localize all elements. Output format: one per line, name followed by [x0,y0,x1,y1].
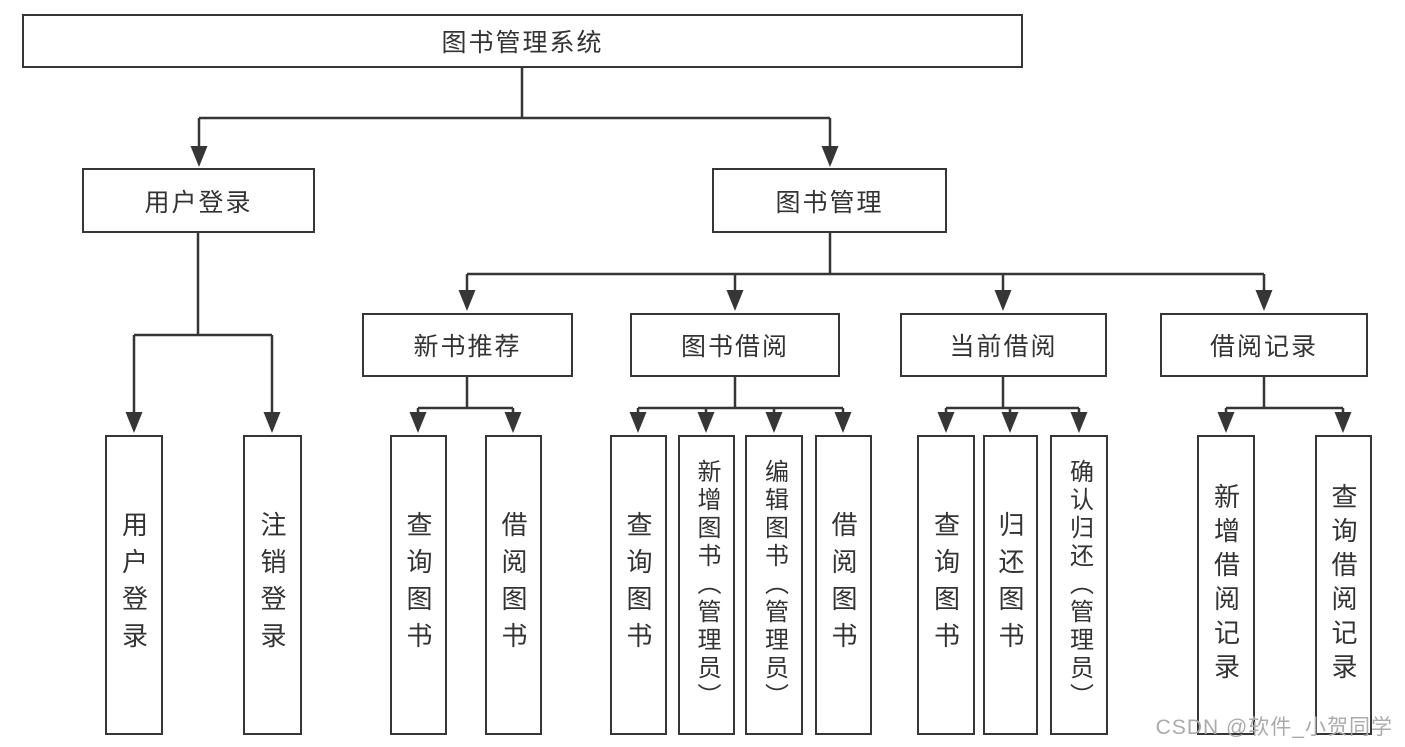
leaf-add-books-admin: 新增图书（管理员） [678,435,735,735]
arrow-icon [409,412,427,433]
leaf-query-books-recommend: 查询图书 [390,435,447,735]
arrow-icon [263,412,281,433]
node-label: 图书管理 [775,188,884,217]
arrow-icon [765,412,783,433]
node-label: 新书推荐 [413,333,522,361]
leaf-query-books-borrowing: 查询图书 [610,435,667,735]
arrow-icon [821,146,839,167]
leaf-return-books: 归还图书 [983,435,1038,735]
leaf-add-borrow-record: 新增借阅记录 [1197,435,1255,735]
arrow-icon [1070,412,1088,433]
arrow-icon [994,290,1012,311]
node-label: 查询图书 [623,511,653,659]
arrow-icon [125,412,143,433]
arrow-icon [834,412,852,433]
leaf-user-login: 用户登录 [105,435,163,735]
node-label: 当前借阅 [949,333,1058,361]
arrowheads [125,146,1352,433]
node-label: 注销登录 [257,511,287,659]
node-book-management: 图书管理 [712,168,947,233]
node-label: 新增借阅记录 [1210,483,1241,687]
arrow-icon [697,412,715,433]
node-new-book-recommend: 新书推荐 [362,313,573,377]
node-label: 编辑图书（管理员） [760,459,788,711]
node-user-login-branch: 用户登录 [82,168,315,233]
node-label: 新增图书（管理员） [693,459,720,711]
arrow-icon [190,146,208,167]
leaf-edit-books-admin: 编辑图书（管理员） [745,435,803,735]
csdn-watermark: CSDN @软件_小贺同学 [1155,716,1393,739]
node-label: 查询图书 [930,511,961,659]
leaf-borrow-books-recommend: 借阅图书 [485,435,542,735]
node-label: 归还图书 [995,511,1025,659]
node-label: 查询借阅记录 [1328,483,1358,687]
leaf-query-books-current: 查询图书 [917,435,975,735]
node-label: 图书借阅 [680,333,789,361]
node-current-borrowing: 当前借阅 [900,313,1107,377]
arrow-icon [1334,412,1352,433]
leaf-logout: 注销登录 [243,435,302,735]
arrow-icon [458,290,476,311]
node-label: 用户登录 [144,188,253,217]
node-book-borrowing: 图书借阅 [630,313,840,377]
arrow-icon [1255,290,1273,311]
node-label: 确认归还（管理员） [1065,459,1093,711]
arrow-icon [504,412,522,433]
arrow-icon [629,412,647,433]
arrow-icon [937,412,955,433]
node-label: 借阅记录 [1209,333,1318,361]
leaf-borrow-books-borrowing: 借阅图书 [815,435,872,735]
node-label: 图书管理系统 [441,29,604,57]
arrow-icon [1217,412,1235,433]
node-label: 查询图书 [403,511,433,659]
node-borrowing-records: 借阅记录 [1160,313,1368,377]
node-label: 借阅图书 [828,511,858,659]
node-label: 用户登录 [118,511,149,659]
leaf-query-borrow-record: 查询借阅记录 [1315,435,1372,735]
arrow-icon [726,290,744,311]
leaf-confirm-return-admin: 确认归还（管理员） [1050,435,1108,735]
arrow-icon [1001,412,1019,433]
node-label: 借阅图书 [498,511,528,659]
node-library-system: 图书管理系统 [22,14,1023,68]
